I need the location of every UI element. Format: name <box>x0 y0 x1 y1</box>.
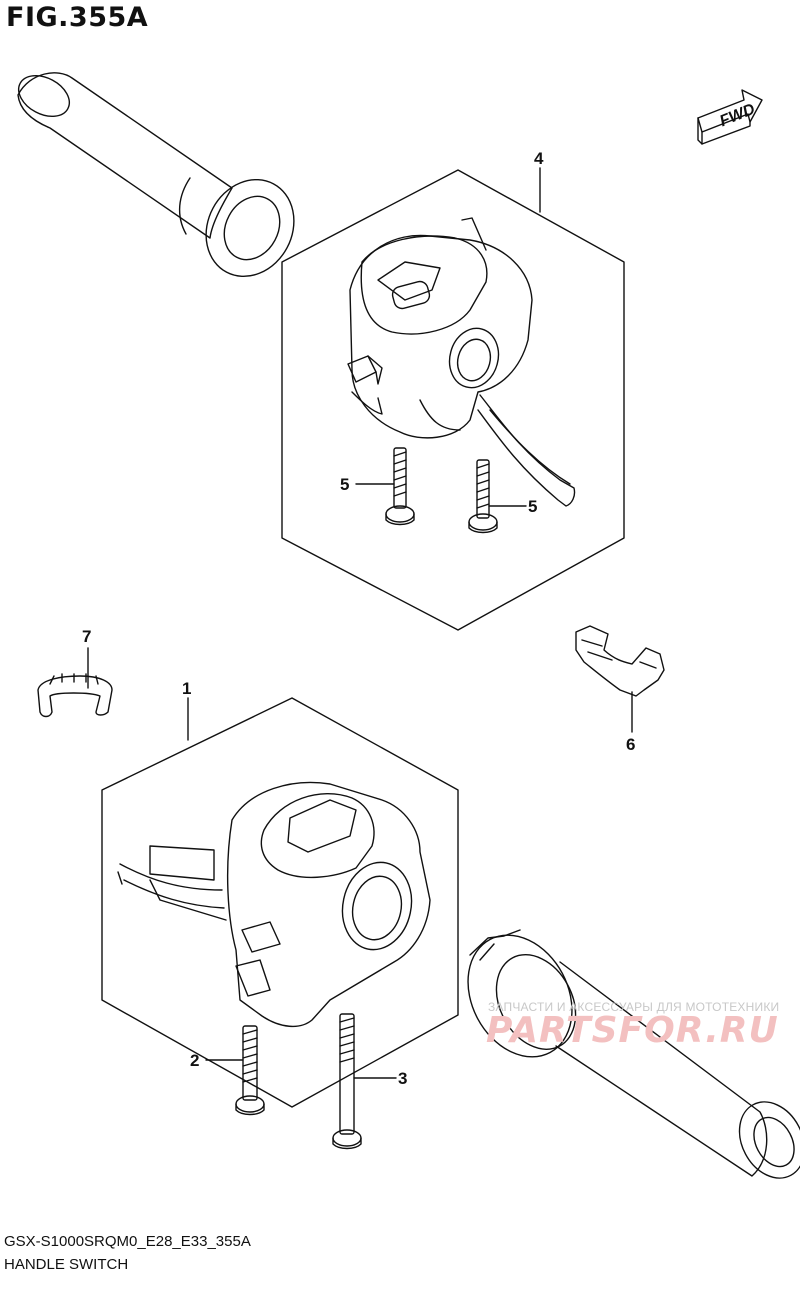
screw-2 <box>235 1025 265 1116</box>
callout-3: 3 <box>398 1069 407 1088</box>
screw-3 <box>332 1013 362 1150</box>
fwd-arrow-icon <box>697 89 763 145</box>
screw-5-right <box>468 459 498 534</box>
assembly-hexagon-lower <box>101 697 459 1108</box>
left-handle-switch <box>347 217 576 507</box>
callout-1: 1 <box>182 679 191 698</box>
watermark-brand: PARTSFOR.RU <box>486 1010 779 1051</box>
callout-2: 2 <box>190 1051 199 1070</box>
figure-name: HANDLE SWITCH <box>4 1256 129 1273</box>
watermark-caption: ЗАПЧАСТИ И АКСЕССУАРЫ ДЛЯ МОТОТЕХНИКИ <box>488 1000 780 1014</box>
callout-5-right: 5 <box>528 497 537 516</box>
callout-5-left: 5 <box>340 475 349 494</box>
assembly-hexagon-upper <box>281 169 625 631</box>
right-grip <box>467 929 800 1179</box>
callout-6: 6 <box>626 735 635 754</box>
left-grip <box>17 72 295 278</box>
cable-clamp-7 <box>37 673 113 718</box>
callout-4: 4 <box>534 149 544 168</box>
callout-7: 7 <box>82 627 91 646</box>
clip-6 <box>575 625 665 697</box>
right-handle-switch <box>117 781 431 1027</box>
screw-5-left <box>385 447 415 526</box>
figure-title: FIG.355A <box>6 2 149 33</box>
figure-code: GSX-S1000SRQM0_E28_E33_355A <box>4 1233 251 1250</box>
